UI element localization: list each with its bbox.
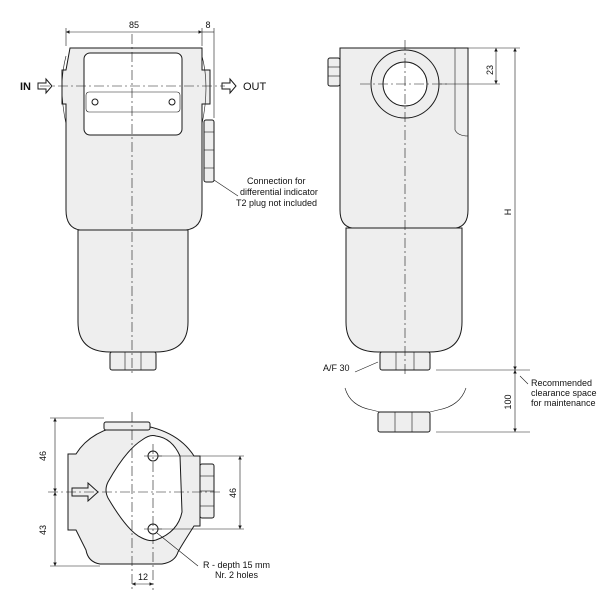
plate-screw-left — [91, 98, 99, 106]
top-view: 46 43 46 12 R - depth 15 mm Nr. 2 holes — [38, 412, 270, 590]
name-plate — [85, 91, 181, 113]
dim-hole-offset: 12 — [138, 572, 148, 582]
af-label: A/F 30 — [323, 363, 350, 373]
side-view: 23 H A/F 30 100 Recommended clearance sp… — [323, 40, 597, 433]
cover-plate — [83, 52, 183, 136]
outlet-arrow-icon — [221, 77, 237, 95]
top-diamond-cover — [105, 435, 183, 542]
plate-screw-right — [168, 98, 176, 106]
top-bump — [103, 421, 151, 431]
indicator-plug — [203, 119, 215, 183]
inlet-arrow-icon — [37, 77, 53, 95]
connection-note-line3: T2 plug not included — [236, 198, 317, 208]
flow-arrow-icon — [71, 481, 99, 503]
side-indicator-plug — [327, 57, 341, 87]
clearance-outline — [344, 387, 467, 413]
connection-note-line2: differential indicator — [240, 187, 318, 197]
clearance-note-line1: Recommended — [531, 378, 592, 388]
dim-port-offset: 23 — [485, 65, 495, 75]
connection-note-line1: Connection for — [247, 176, 306, 186]
inlet-label: IN — [20, 81, 31, 93]
dim-height: H — [503, 209, 513, 216]
side-bowl — [345, 227, 463, 353]
holes-note-line2: Nr. 2 holes — [215, 570, 259, 580]
dim-top-half: 46 — [38, 451, 48, 461]
outlet-label: OUT — [243, 81, 267, 93]
clearance-drain — [377, 411, 431, 433]
clearance-note-line2: clearance space — [531, 388, 597, 398]
front-view: 85 8 IN OUT Connection for differential … — [20, 20, 318, 375]
dim-clearance: 100 — [503, 394, 513, 409]
front-drain — [109, 351, 157, 371]
dim-bottom-half: 43 — [38, 525, 48, 535]
dim-width: 85 — [129, 20, 139, 30]
dim-hole-spacing: 46 — [228, 488, 238, 498]
clearance-note-line3: for maintenance — [531, 398, 596, 408]
holes-note-line1: R - depth 15 mm — [203, 560, 270, 570]
dim-indicator-offset: 8 — [205, 20, 210, 30]
front-bowl — [77, 229, 189, 353]
